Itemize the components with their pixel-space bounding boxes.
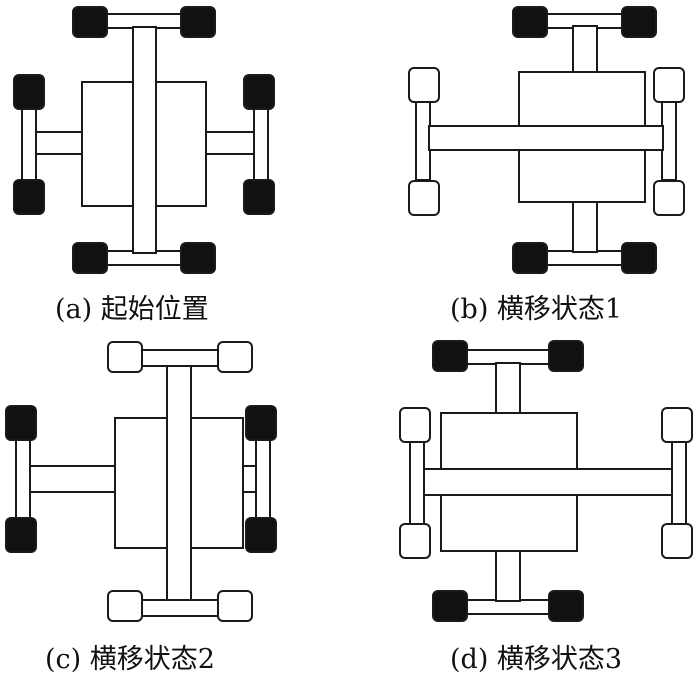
- panel-c-traverse-state-2: (c) 横移状态2: [5, 341, 277, 675]
- top-axle-beam: [103, 13, 185, 29]
- vertical-main-beam: [166, 365, 192, 601]
- caption-a: (a) 起始位置: [55, 294, 209, 325]
- vehicle-b: [408, 6, 685, 274]
- wheel-right-1-white: [661, 407, 693, 443]
- left-axle-beam: [15, 439, 31, 525]
- caption-b: (b) 横移状态1: [450, 294, 622, 325]
- wheel-top-2-black: [621, 6, 657, 38]
- bottom-axle-beam: [137, 599, 223, 617]
- horizontal-main-beam: [428, 125, 664, 151]
- wheel-right-2-white: [661, 523, 693, 559]
- vertical-main-beam: [132, 26, 157, 254]
- caption-d: (d) 横移状态3: [450, 644, 622, 675]
- bottom-axle-beam: [465, 599, 553, 615]
- wheel-right-1-white: [653, 67, 685, 103]
- wheel-top-1-white: [107, 341, 143, 373]
- left-axle-beam: [21, 99, 37, 183]
- bottom-connector-beam: [572, 201, 598, 253]
- left-axle-beam: [409, 439, 425, 527]
- wheel-bottom-2-white: [217, 590, 253, 622]
- wheel-top-1-black: [512, 6, 548, 38]
- caption-c: (c) 横移状态2: [45, 644, 215, 675]
- top-connector-beam: [495, 362, 521, 414]
- wheel-left-1-white: [399, 407, 431, 443]
- wheel-right-1-black: [243, 74, 275, 110]
- wheel-top-1-black: [432, 340, 468, 372]
- left-connector-beam: [29, 465, 116, 493]
- wheel-right-2-white: [653, 180, 685, 216]
- right-connector-beam: [205, 131, 255, 155]
- wheel-bottom-2-black: [180, 242, 216, 274]
- bottom-axle-beam: [543, 250, 627, 266]
- wheel-top-2-black: [180, 6, 216, 38]
- wheel-bottom-1-white: [107, 590, 143, 622]
- wheel-bottom-1-black: [432, 590, 468, 622]
- right-axle-beam: [255, 439, 271, 525]
- panel-a-start-position: (a) 起始位置: [13, 6, 275, 325]
- left-connector-beam: [35, 131, 83, 155]
- wheel-right-2-black: [243, 179, 275, 215]
- right-connector-beam: [242, 465, 257, 493]
- right-axle-beam: [671, 439, 687, 527]
- horizontal-main-beam: [423, 468, 673, 496]
- wheel-left-2-black: [5, 517, 37, 553]
- wheel-right-1-black: [245, 405, 277, 441]
- wheel-top-2-white: [217, 341, 253, 373]
- top-axle-beam: [465, 349, 553, 365]
- vehicle-a: [13, 6, 275, 274]
- wheel-top-2-black: [548, 340, 584, 372]
- left-axle-beam: [415, 97, 431, 181]
- wheel-bottom-1-black: [512, 242, 548, 274]
- wheel-top-1-black: [72, 6, 108, 38]
- wheel-right-2-black: [245, 517, 277, 553]
- wheel-bottom-2-black: [548, 590, 584, 622]
- wheel-left-2-white: [408, 180, 440, 216]
- right-axle-beam: [661, 97, 677, 181]
- wheel-left-2-white: [399, 523, 431, 559]
- vehicle-c: [5, 341, 277, 622]
- panel-b-traverse-state-1: (b) 横移状态1: [408, 6, 685, 325]
- bottom-connector-beam: [495, 550, 521, 602]
- panel-d-traverse-state-3: (d) 横移状态3: [399, 340, 693, 675]
- right-axle-beam: [253, 99, 269, 183]
- wheel-left-1-black: [5, 405, 37, 441]
- wheel-bottom-1-black: [72, 242, 108, 274]
- wheel-left-2-black: [13, 179, 45, 215]
- top-connector-beam: [572, 25, 598, 73]
- wheel-left-1-white: [408, 67, 440, 103]
- top-axle-beam: [137, 349, 223, 367]
- wheel-left-1-black: [13, 74, 45, 110]
- wheel-bottom-2-black: [621, 242, 657, 274]
- vehicle-d: [399, 340, 693, 622]
